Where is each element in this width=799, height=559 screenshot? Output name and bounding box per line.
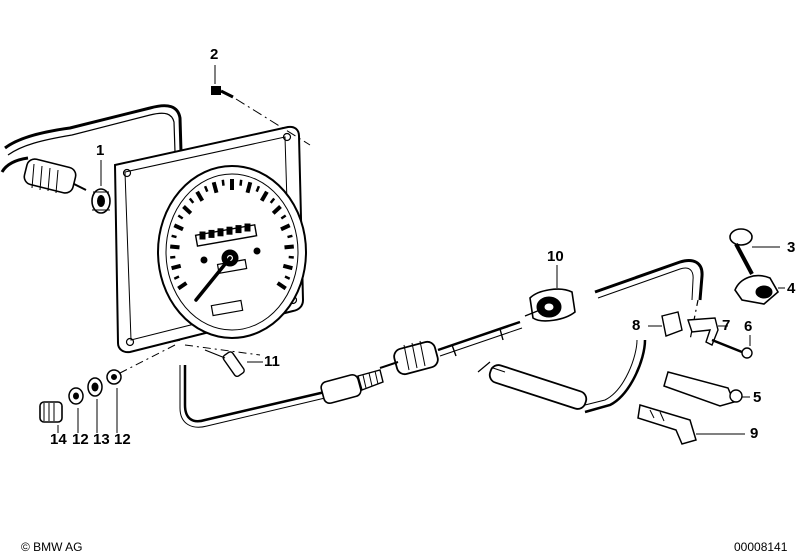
dial-tick [195, 190, 205, 202]
dial-tick [284, 244, 294, 250]
drawing-number: 00008141 [734, 540, 788, 554]
dial-tick [288, 255, 294, 259]
odometer-digit [244, 223, 251, 232]
dial-tick [282, 263, 293, 271]
part-3-4-screw-clamp [729, 228, 785, 305]
part-label-14: 14 [50, 431, 67, 448]
dial-tick [255, 185, 261, 193]
odometer-digit [235, 225, 242, 234]
dial-tick [182, 205, 193, 215]
part-label-8: 8 [632, 317, 641, 334]
dial-tick [171, 263, 182, 271]
dial-tick [276, 281, 287, 291]
part-label-10: 10 [547, 248, 564, 265]
part-label-2: 2 [210, 46, 219, 63]
part-label-4: 4 [787, 280, 796, 297]
dial-tick [173, 275, 180, 280]
part-label-12-second: 12 [114, 431, 131, 448]
part-10-grommet [529, 265, 576, 322]
part-label-6: 6 [744, 318, 753, 335]
odometer-digit [217, 228, 224, 237]
dial-tick [171, 234, 177, 239]
dial-tick [211, 181, 219, 194]
odometer-digit [208, 229, 215, 238]
odometer-digit [199, 231, 206, 240]
dial-tick [173, 223, 184, 232]
dial-tick [259, 190, 269, 202]
upper-speedometer-cable [0, 104, 183, 194]
parts-5-to-9-clips [637, 311, 753, 445]
dial-tick [284, 275, 291, 280]
odometer-digits [199, 223, 251, 240]
small-parts-washers [39, 344, 176, 433]
part-label-7: 7 [722, 317, 731, 334]
dial-tick [239, 179, 243, 186]
dial-tick [271, 205, 282, 215]
part-1-nut [91, 188, 111, 214]
dial-tick [280, 223, 291, 232]
dial-details [194, 223, 261, 317]
lower-speedometer-cable [179, 320, 523, 428]
dial-tick [170, 255, 176, 259]
right-cable-assembly [477, 259, 704, 414]
part-label-12-first: 12 [72, 431, 89, 448]
dial-tick [269, 197, 276, 204]
part-label-1: 1 [96, 142, 105, 159]
dial-tick [287, 234, 293, 239]
dial-graduations [170, 179, 294, 291]
dial-tick [170, 244, 180, 250]
dial-tick [188, 197, 195, 204]
dial-tick [221, 179, 225, 186]
dial-tick [177, 281, 188, 291]
dial-tick [177, 214, 184, 220]
odometer-digit [226, 226, 233, 235]
part-label-3: 3 [787, 239, 796, 256]
part-2-screw [211, 65, 311, 146]
dial-tick [203, 185, 209, 193]
part-label-11: 11 [264, 353, 280, 370]
copyright-text: © BMW AG [21, 540, 83, 554]
part-label-9: 9 [750, 425, 759, 442]
part-label-5: 5 [753, 389, 762, 406]
dial-tick [245, 181, 253, 194]
part-11-bulb [184, 344, 263, 378]
part-label-13: 13 [93, 431, 110, 448]
dial-tick [280, 214, 287, 220]
